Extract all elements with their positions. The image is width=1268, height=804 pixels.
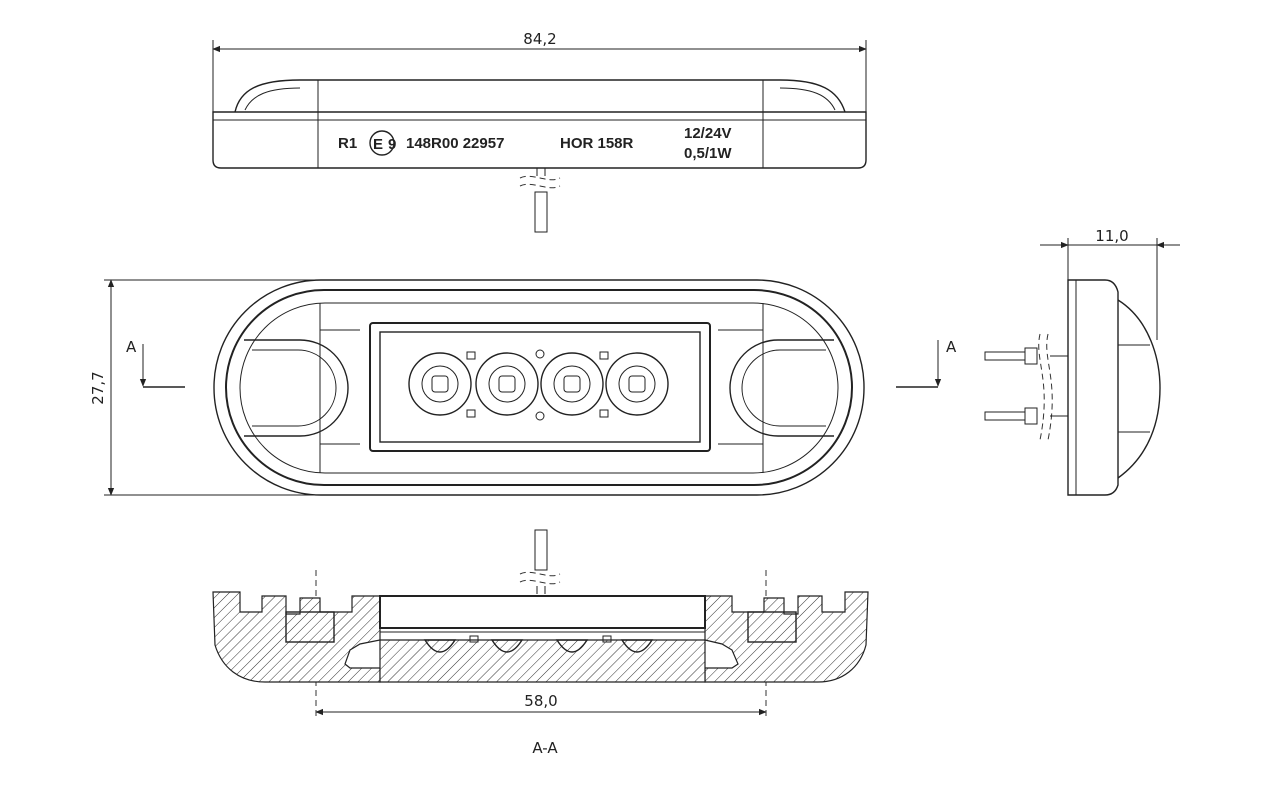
front-view: 27,7 [89, 279, 957, 496]
side-view: 11,0 [984, 227, 1180, 496]
smd-components [466, 349, 609, 421]
svg-text:A: A [126, 338, 137, 356]
power-rating: 0,5/1W [684, 145, 732, 162]
section-cable-break-marks [519, 571, 561, 585]
svg-text:A: A [946, 338, 957, 356]
housing-inner-edge [239, 302, 839, 474]
led-module-frame [369, 322, 711, 452]
lens-dome-left-curve [244, 87, 301, 111]
mount-dimension-label: 58,0 [524, 692, 557, 710]
right-mounting-lug [718, 303, 834, 473]
section-housing-right [704, 591, 869, 683]
left-mounting-lug [244, 303, 360, 473]
section-marker-left: A [126, 338, 185, 388]
voltage-rating: 12/24V [684, 125, 732, 142]
led-module-board [379, 331, 701, 443]
lens-dome-right-curve [779, 87, 836, 111]
lens-dome-outline [234, 79, 846, 113]
e-mark-letter: E [373, 136, 383, 153]
section-view: 58,0 A-A [212, 529, 869, 757]
e-mark-circle [369, 130, 395, 156]
right-lug-cavity [747, 611, 797, 643]
cable-stub-top [534, 191, 548, 233]
housing-rim [225, 289, 853, 486]
cable-stub-bottom [534, 529, 548, 571]
housing-outer-outline [213, 279, 865, 496]
regulation-mark: R1 [338, 135, 357, 152]
side-wire-lower [984, 411, 1026, 421]
led-2 [475, 352, 539, 416]
model-number: HOR 158R [560, 135, 634, 152]
side-lens-dome [1117, 299, 1161, 479]
section-led-module [379, 595, 706, 629]
approval-code: 148R00 22957 [406, 135, 504, 152]
section-housing-left [212, 591, 381, 683]
e-mark-country: 9 [388, 136, 396, 153]
led-4 [605, 352, 669, 416]
width-dimension-label: 84,2 [523, 30, 556, 48]
cable-break-marks [519, 175, 561, 189]
height-dimension-label: 27,7 [89, 371, 107, 404]
section-label: A-A [532, 739, 558, 757]
led-1 [408, 352, 472, 416]
section-marker-right: A [896, 338, 957, 388]
side-cable-break-marks [1038, 333, 1053, 441]
depth-dimension-label: 11,0 [1095, 227, 1128, 245]
side-wire-upper [984, 351, 1026, 361]
led-3 [540, 352, 604, 416]
side-housing [1067, 279, 1119, 496]
top-view: 84,2 R1 E 9 148R00 22957 HOR 158R 12/24V… [212, 30, 867, 233]
section-led-bumps [423, 635, 654, 653]
section-base-center [379, 639, 706, 683]
housing-top-body [212, 111, 867, 169]
left-lug-cavity [285, 611, 335, 643]
